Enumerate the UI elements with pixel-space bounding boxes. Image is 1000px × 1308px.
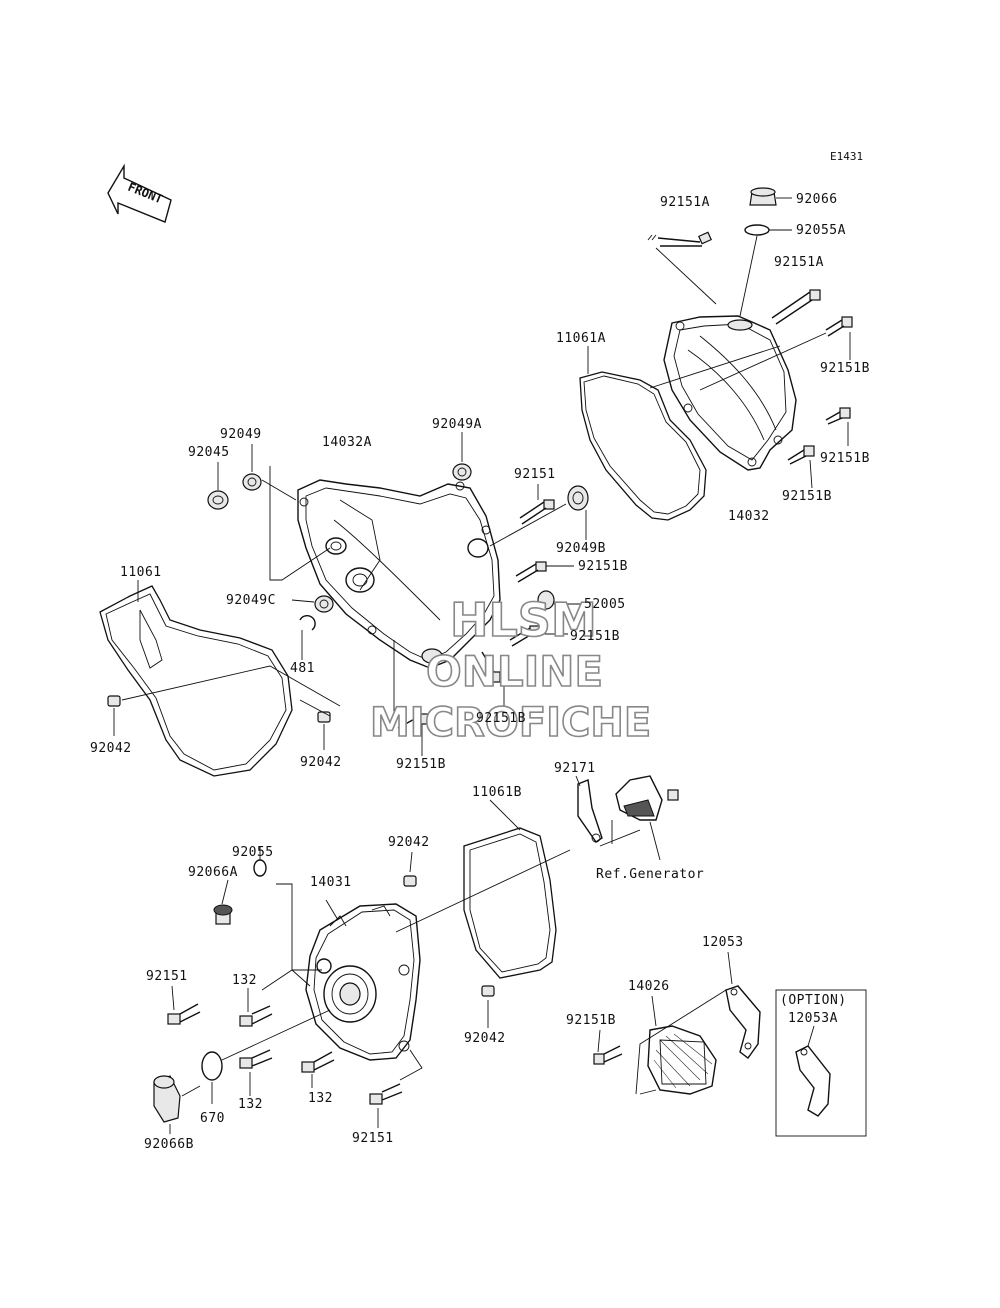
label-92151-mid: 92151 [514,467,556,482]
cover-14026 [647,1025,717,1095]
label-92151B-b: 92151B [566,1013,616,1028]
label-92151B-r3: 92151B [782,489,832,504]
clamp-92171 [577,779,603,843]
cover-14032A [297,479,501,669]
label-92151B-m4: 92151B [396,757,446,772]
bolt-92151B-m1 [515,561,547,583]
bolt-92151A-right [771,289,821,325]
seal-92049C [314,595,334,613]
oil-filler-cap-92066 [749,187,777,206]
label-92151A-right: 92151A [774,255,824,270]
dowel-92042-b2 [481,985,495,997]
label-12053A: 12053A [788,1011,838,1026]
label-92042-b1: 92042 [388,835,430,850]
label-92151A-top: 92151A [660,195,710,210]
label-option: (OPTION) [780,993,847,1008]
label-132-b: 132 [238,1097,263,1112]
bolt-92151B-m4 [397,713,429,729]
bolt-92151B-b [593,1045,623,1065]
bolt-132-c [301,1051,335,1073]
bolt-92151A-top [647,231,712,247]
label-14031: 14031 [310,875,352,890]
bolt-92151-b2 [369,1083,403,1105]
label-92066: 92066 [796,192,838,207]
label-14032: 14032 [728,509,770,524]
bolt-132-b [239,1049,273,1069]
label-92066A: 92066A [188,865,238,880]
clutch-cover-14032 [663,315,797,471]
label-92042-l1: 92042 [90,741,132,756]
label-92151B-m2: 92151B [570,629,620,644]
label-92151B-m3: 92151B [476,711,526,726]
diagram-code: E1431 [830,150,863,163]
label-92049: 92049 [220,427,262,442]
bracket-12053A [795,1045,831,1117]
circlip-481 [299,614,316,631]
bolt-92151B-m2 [509,625,541,647]
bolt-92151-mid [519,499,555,525]
bolt-92151-b1 [167,1003,201,1025]
o-ring-92055 [253,859,267,877]
label-11061A: 11061A [556,331,606,346]
label-92042-l2: 92042 [300,755,342,770]
bearing-92045 [207,490,229,510]
label-92055A: 92055A [796,223,846,238]
gasket-11061 [99,585,293,777]
generator-pickup [615,775,679,821]
label-92055: 92055 [232,845,274,860]
label-14026: 14026 [628,979,670,994]
label-92151B-r1: 92151B [820,361,870,376]
label-670: 670 [200,1111,225,1126]
dowel-92042-l1 [107,695,121,707]
label-ref-generator: Ref.Generator [596,867,704,882]
seal-92049A [452,463,472,481]
bracket-12053 [725,985,761,1059]
label-92151B-r2: 92151B [820,451,870,466]
option-box [775,989,867,1137]
label-92045: 92045 [188,445,230,460]
o-ring-92055A [744,224,770,236]
label-92066B: 92066B [144,1137,194,1152]
seal-92049B [567,485,589,511]
watermark: HLSM ONLINE MICROFICHE [369,592,652,747]
label-132-a: 132 [232,973,257,988]
label-92151B-m1: 92151B [578,559,628,574]
o-ring-670 [201,1051,223,1081]
gasket-11061B [463,827,557,979]
label-92049B: 92049B [556,541,606,556]
dowel-92042-b1 [403,875,417,887]
label-52005: 52005 [584,597,626,612]
label-92151-b2: 92151 [352,1131,394,1146]
bolt-92151B-r3 [787,445,815,465]
label-92042-b2: 92042 [464,1031,506,1046]
plug-92066A [213,904,233,925]
svg-text:FRONT: FRONT [126,180,165,207]
bolt-92151B-r1 [825,316,853,337]
generator-cover-14031 [305,903,421,1061]
bolt-132-a [239,1005,273,1027]
label-92151-b1: 92151 [146,969,188,984]
label-132-c: 132 [308,1091,333,1106]
seal-92049 [242,473,262,491]
bolt-92151B-m3 [481,651,501,683]
label-481: 481 [290,661,315,676]
gasket-11061A [579,371,707,521]
dowel-92042-l2 [317,711,331,723]
label-11061B: 11061B [472,785,522,800]
svg-text:HLSM: HLSM [450,593,597,647]
svg-text:MICROFICHE: MICROFICHE [370,700,651,746]
label-92171: 92171 [554,761,596,776]
label-11061: 11061 [120,565,162,580]
plug-52005 [537,590,555,610]
label-92049A: 92049A [432,417,482,432]
bolt-92151B-r2 [825,407,851,425]
label-92049C: 92049C [226,593,276,608]
svg-text:ONLINE: ONLINE [426,647,603,696]
plug-92066B [153,1075,181,1123]
front-arrow-icon: FRONT [107,163,172,223]
label-14032A: 14032A [322,435,372,450]
label-12053: 12053 [702,935,744,950]
